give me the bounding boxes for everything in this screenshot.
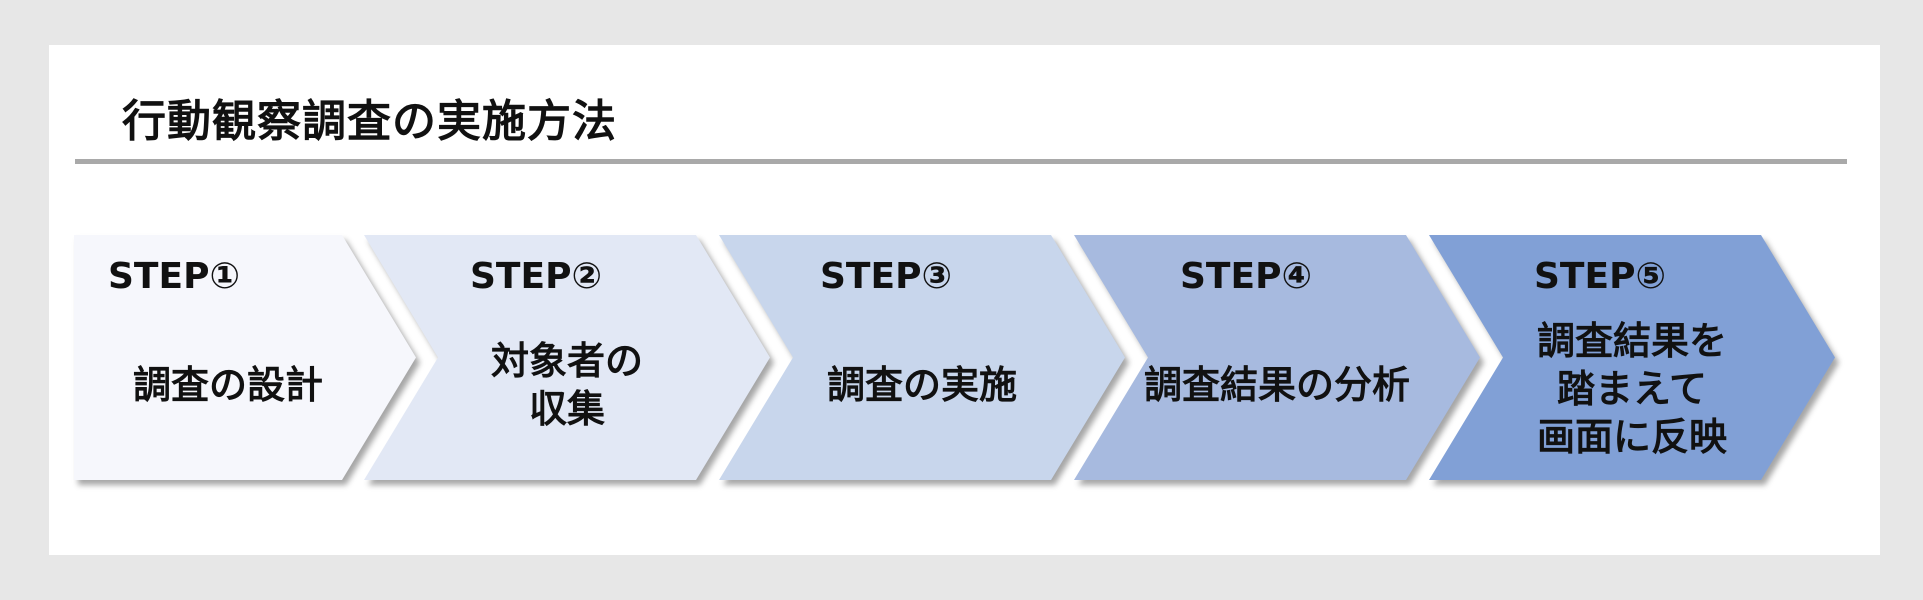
step-3-chevron bbox=[719, 235, 1125, 480]
step-4: STEP④ 調査結果の分析 bbox=[1074, 235, 1480, 480]
step-2-label: STEP② bbox=[470, 256, 602, 297]
step-3: STEP③ 調査の実施 bbox=[719, 235, 1125, 480]
step-5-shape bbox=[1429, 235, 1835, 480]
step-5-label: STEP⑤ bbox=[1534, 256, 1666, 297]
step-4-label: STEP④ bbox=[1180, 256, 1312, 297]
step-1-label: STEP① bbox=[108, 256, 240, 297]
step-3-text: 調査の実施 bbox=[826, 363, 1017, 407]
step-2-shape bbox=[364, 235, 770, 480]
step-2-chevron bbox=[364, 235, 770, 480]
step-4-shape bbox=[1074, 235, 1480, 480]
step-5: STEP⑤ 調査結果を 踏まえて 画面に反映 bbox=[1429, 235, 1835, 480]
step-1-chevron bbox=[74, 235, 416, 480]
step-4-chevron bbox=[1074, 235, 1480, 480]
step-5-text: 調査結果を 踏まえて 画面に反映 bbox=[1536, 319, 1727, 459]
step-1-text: 調査の設計 bbox=[132, 363, 323, 407]
title-divider bbox=[75, 159, 1847, 164]
step-3-label: STEP③ bbox=[820, 256, 952, 297]
step-1: STEP① 調査の設計 bbox=[74, 235, 416, 480]
step-3-shape bbox=[719, 235, 1125, 480]
step-1-shape bbox=[74, 235, 416, 480]
step-5-chevron bbox=[1429, 235, 1835, 480]
page-title: 行動観察調査の実施方法 bbox=[122, 96, 617, 147]
step-2-text: 対象者の 収集 bbox=[490, 339, 643, 431]
step-4-text: 調査結果の分析 bbox=[1143, 363, 1410, 407]
step-2: STEP② 対象者の 収集 bbox=[364, 235, 770, 480]
